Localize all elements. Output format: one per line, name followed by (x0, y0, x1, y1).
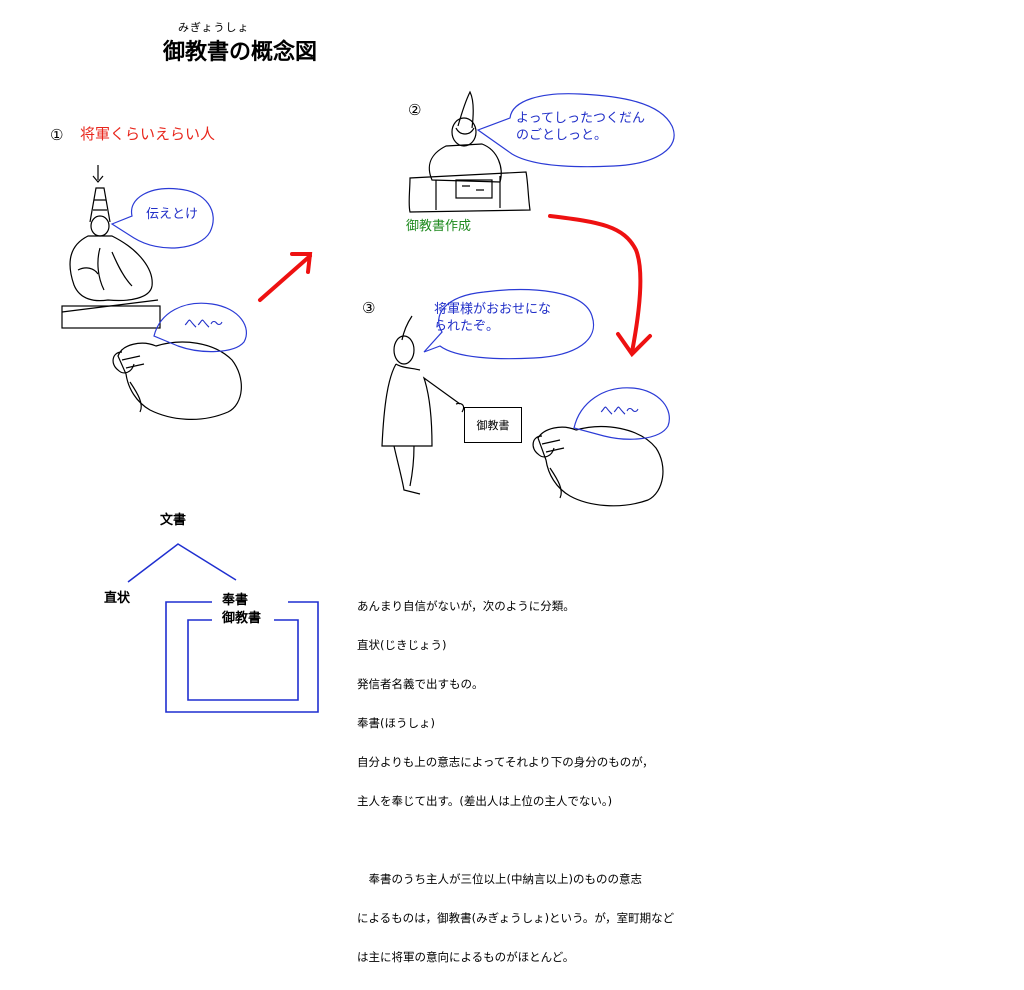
caption-line: 直状(じきじょう) (357, 638, 447, 652)
tree-right-label-2: 御教書 (222, 611, 262, 626)
gokyosho-document-label: 御教書 (476, 419, 510, 432)
servant-1-speech-text: へへ〜 (184, 317, 224, 332)
caption-line: あんまり自信がないが，次のように分類。 (357, 599, 575, 613)
messenger-figure (381, 315, 465, 495)
scene-3-number: ③ (362, 299, 376, 317)
scene-1-label: 将軍くらいえらい人 (80, 125, 216, 143)
scene-2-number: ② (408, 101, 422, 119)
bowing-servant-2 (532, 425, 664, 507)
caption-line: 発信者名義で出すもの。 (357, 677, 484, 691)
flow-arrow-1 (258, 252, 313, 302)
illustration (61, 90, 675, 713)
classification-caption: あんまり自信がないが，次のように分類。 直状(じきじょう) 発信者名義で出すもの… (357, 574, 674, 990)
lord-speech-text: 伝えとけ (146, 207, 199, 222)
flow-arrow-2 (548, 214, 652, 358)
classification-tree-lines (127, 543, 237, 583)
hosho-bracket (165, 601, 319, 713)
servant-2-speech-bubble (573, 387, 670, 440)
gokyosho-document: 御教書 (464, 407, 522, 443)
caption-line: によるものは，御教書(みぎょうしょ)という。が，室町期など (357, 911, 675, 925)
scribe-speech-line-2: のごとしっと。 (516, 128, 608, 143)
scene-2-label: 御教書作成 (406, 219, 472, 234)
scribe-speech-bubble (476, 93, 675, 168)
caption-line: は主に将軍の意向によるものがほとんど。 (357, 950, 575, 964)
caption-line: 奉書(ほうしょ) (357, 716, 435, 730)
tree-right-label-1: 奉書 (222, 593, 249, 608)
servant-2-speech-text: へへ〜 (600, 404, 640, 419)
lord-figure (61, 165, 161, 329)
scribe-figure (408, 90, 531, 213)
lord-speech-bubble (110, 187, 214, 249)
tree-left-label: 直状 (104, 591, 131, 606)
tree-root-label: 文書 (160, 513, 187, 528)
caption-line: 奉書のうち主人が三位以上(中納言以上)のものの意志 (357, 872, 642, 886)
messenger-speech-line-2: られたぞ。 (434, 319, 500, 334)
messenger-speech-bubble (423, 288, 595, 360)
page-title: 御教書の概念図 (163, 40, 318, 65)
scribe-speech-line-1: よってしったつくだん (516, 111, 645, 126)
caption-line: 主人を奉じて出す。(差出人は上位の主人でない。) (357, 794, 613, 808)
caption-line (357, 834, 674, 847)
servant-1-speech-bubble (153, 302, 248, 353)
bowing-servant-1 (112, 341, 242, 420)
messenger-speech-line-1: 将軍様がおおせにな (434, 302, 552, 317)
title-ruby: みぎょうしょ (178, 21, 250, 34)
scene-1-number: ① (50, 126, 64, 144)
concept-diagram-scene: みぎょうしょ 御教書の概念図 (50, 21, 675, 964)
caption-line: 自分よりも上の意志によってそれより下の身分のものが， (357, 755, 654, 769)
